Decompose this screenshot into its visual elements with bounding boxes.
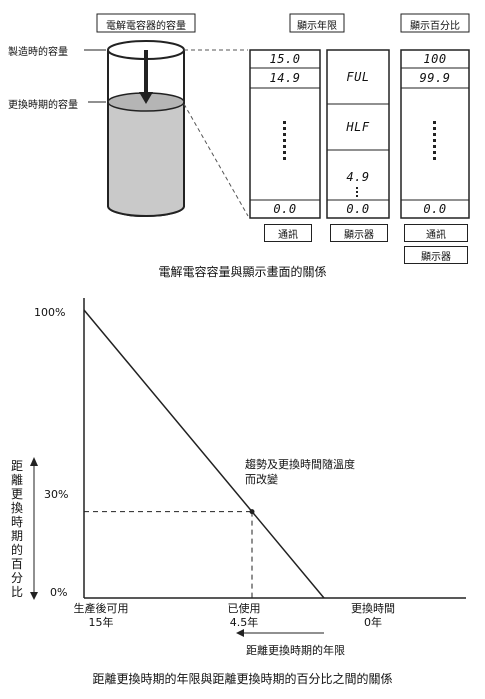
x-tick-used: 已使用 4.5年	[227, 602, 261, 629]
chart-plot	[83, 309, 325, 599]
col1-second-value: 14.9	[269, 71, 301, 85]
y-axis-label: 距離更換時期的百分比	[10, 459, 23, 599]
col3-bottom-value: 0.0	[423, 202, 447, 216]
cylinder-fluid	[108, 102, 184, 216]
capacitor-title: 電解電容器的容量	[106, 21, 186, 32]
percent-title-box	[400, 13, 470, 33]
col1-bottom-value: 0.0	[273, 202, 297, 216]
col2-middle-value: HLF	[346, 120, 370, 134]
y-tick-0: 0%	[50, 586, 68, 599]
label-initial-capacity: 製造時的容量	[8, 47, 68, 58]
years-column-title: 顯示年限	[297, 21, 337, 32]
y-tick-100: 100%	[34, 306, 66, 319]
point-30-percent	[249, 509, 255, 515]
series-line	[83, 309, 325, 599]
panel-col1	[249, 49, 321, 219]
chart-axes	[83, 298, 466, 599]
x-tick-end: 更換時間 0年	[351, 602, 395, 629]
x-axis-label: 距離更換時期的年限	[246, 644, 345, 657]
col2-lower-value: 4.9	[346, 170, 370, 184]
percent-column-title: 顯示百分比	[410, 21, 460, 32]
col3-label-box-1: 通訊	[404, 224, 468, 242]
years-title-box	[289, 13, 345, 33]
y-tick-30: 30%	[44, 488, 69, 501]
panel-col3	[400, 49, 470, 219]
col1-label-box: 通訊	[264, 224, 312, 242]
top-caption: 電解電容容量與顯示畫面的關係	[158, 265, 327, 279]
col3-label-box-2: 顯示器	[404, 246, 468, 264]
xlabel-arrow	[236, 629, 324, 637]
col2-label-box: 顯示器	[330, 224, 388, 242]
col3-top-value: 100	[423, 52, 447, 66]
x-tick-start: 生產後可用 15年	[73, 602, 129, 629]
panel-col2	[326, 49, 390, 219]
capacitor-title-box	[96, 13, 196, 33]
chart-caption: 距離更換時期的年限與距離更換時期的百分比之間的關係	[92, 672, 393, 686]
col2-top-value: FUL	[346, 70, 370, 84]
guide-line-bottom	[183, 103, 249, 217]
label-replace-capacity: 更換時期的容量	[8, 100, 78, 111]
trend-annotation: 趨勢及更換時間隨溫度 而改變	[245, 458, 355, 486]
col2-bottom-value: 0.0	[346, 202, 370, 216]
col3-second-value: 99.9	[419, 71, 451, 85]
col1-top-value: 15.0	[269, 52, 301, 66]
ylabel-arrow	[30, 457, 38, 600]
